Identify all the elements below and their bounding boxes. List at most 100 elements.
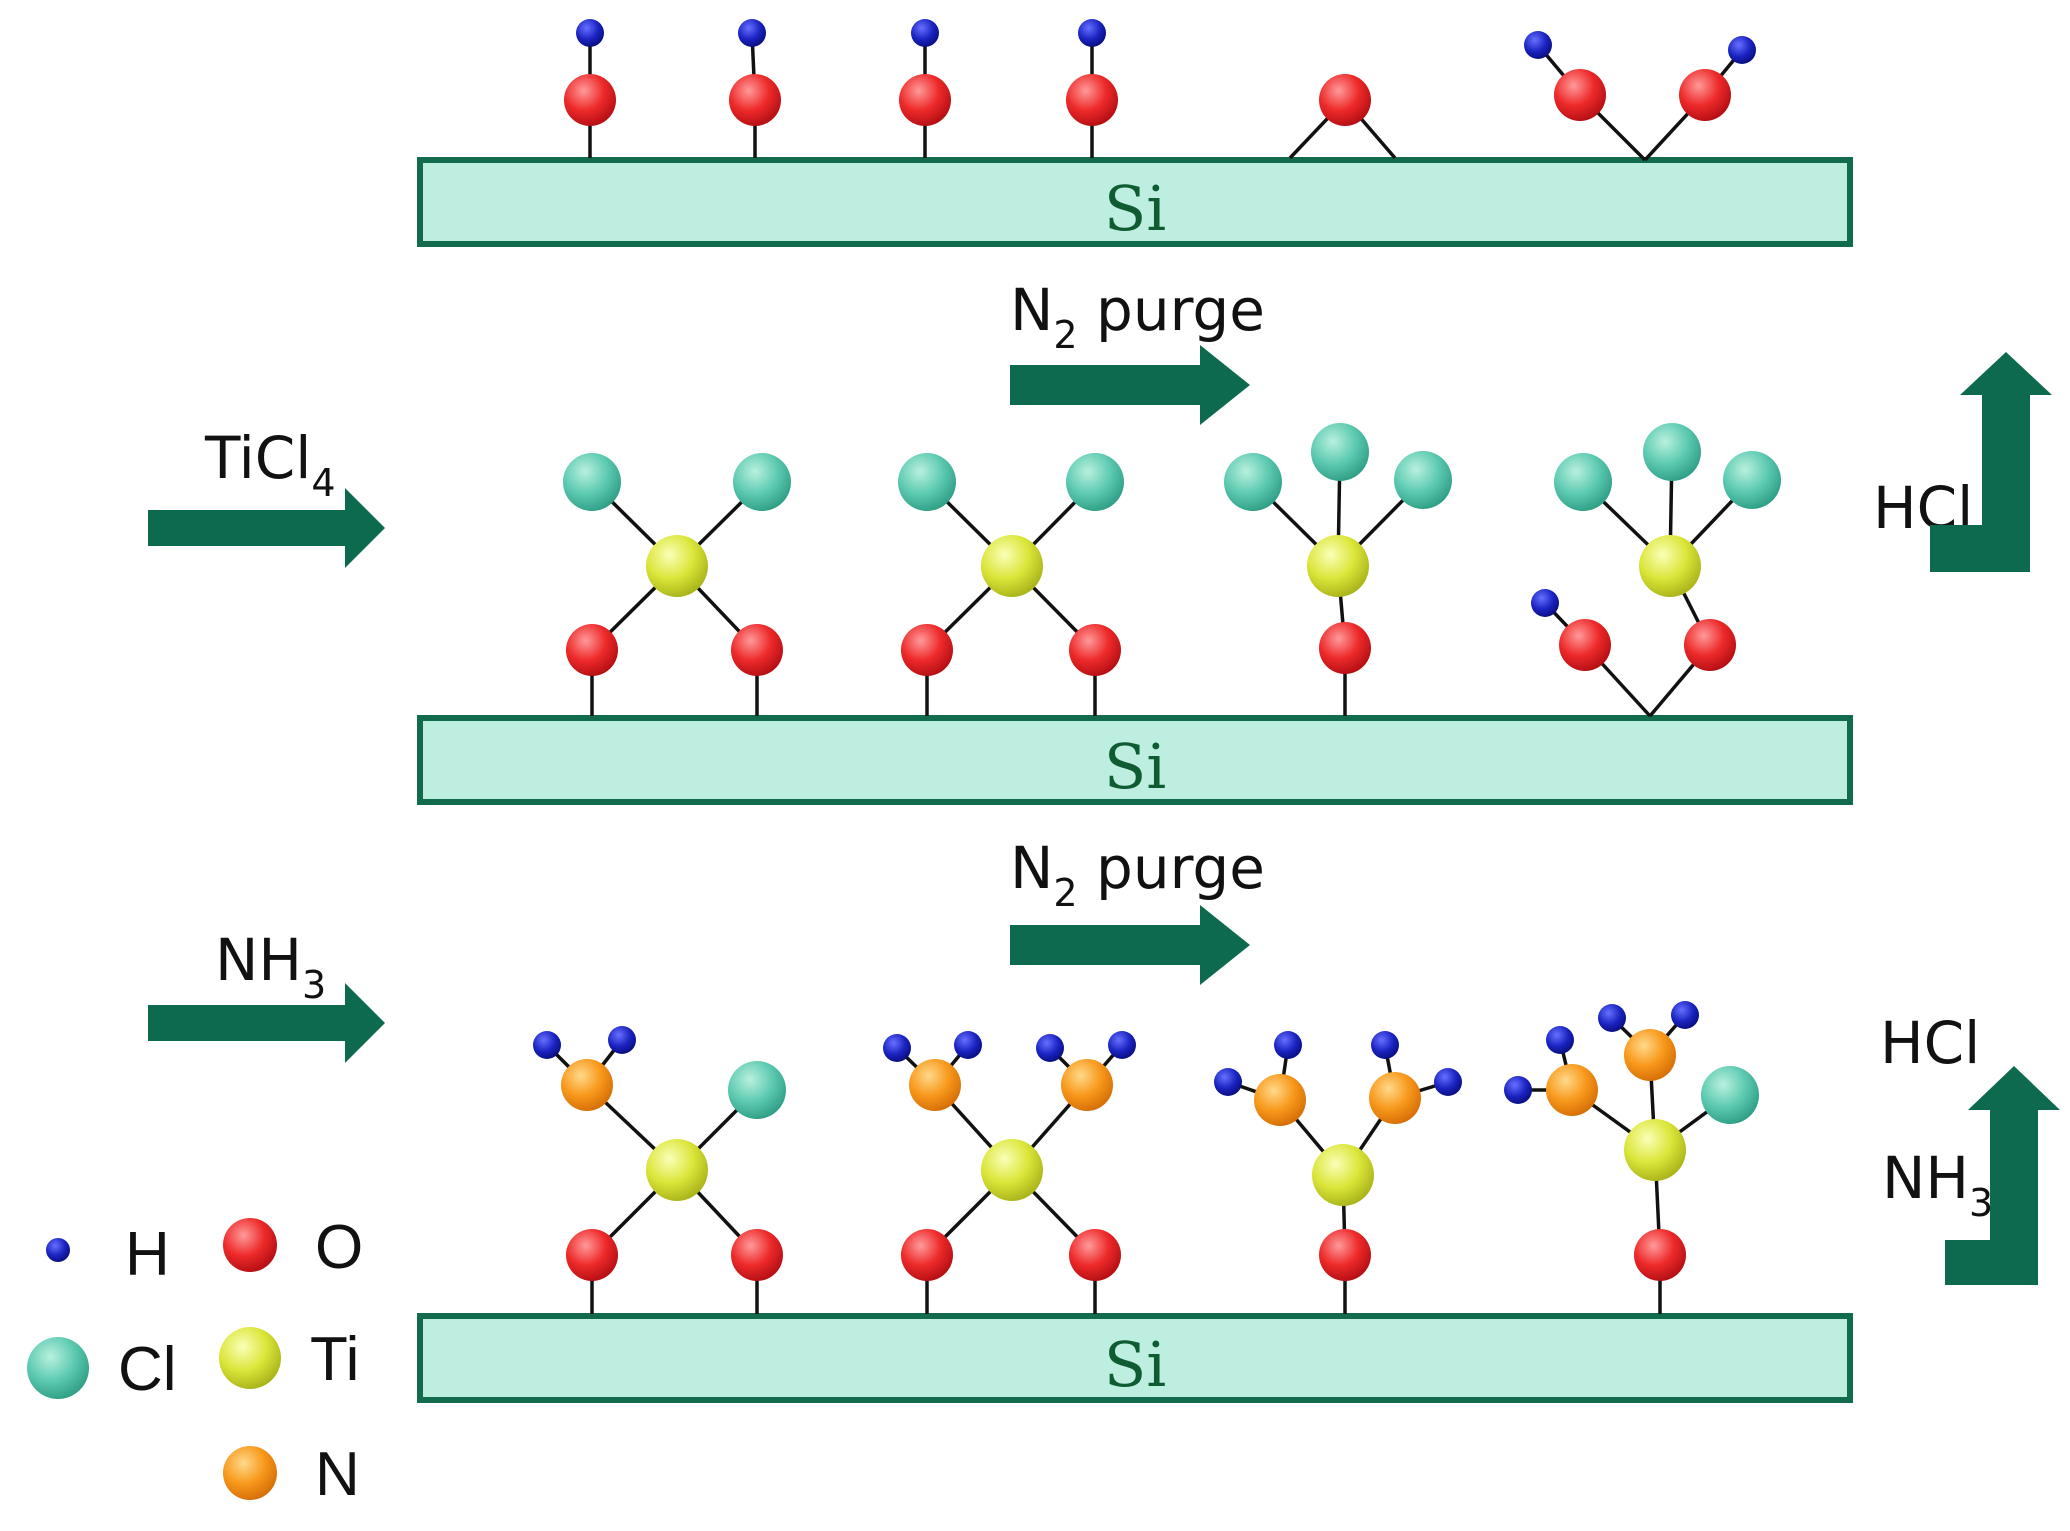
hydrogen-atom	[1274, 1031, 1302, 1059]
titanium-atom	[646, 1139, 708, 1201]
oxygen-atom	[1679, 69, 1731, 121]
hydrogen-atom	[1036, 1034, 1064, 1062]
chlorine-atom	[1224, 453, 1282, 511]
legend-hydrogen-icon	[46, 1238, 70, 1262]
hydrogen-atom	[1371, 1031, 1399, 1059]
chlorine-atom	[1554, 453, 1612, 511]
hydrogen-atom	[1504, 1076, 1532, 1104]
substrate-3: Si	[417, 1313, 1853, 1403]
hydrogen-atom	[954, 1031, 982, 1059]
titanium-atom	[1639, 535, 1701, 597]
oxygen-atom	[731, 624, 783, 676]
substrate-label-3: Si	[1104, 1328, 1166, 1401]
titanium-atom	[981, 1139, 1043, 1201]
purge-step-1: N2 purge	[1010, 276, 1265, 425]
nitrogen-atom	[1546, 1064, 1598, 1116]
chlorine-atom	[1311, 423, 1369, 481]
purge-label-2: N2 purge	[1010, 834, 1265, 915]
chlorine-atom	[1701, 1066, 1759, 1124]
chlorine-atom	[733, 453, 791, 511]
oxygen-atom	[901, 1229, 953, 1281]
titanium-atom	[1307, 535, 1369, 597]
oxygen-atom	[1684, 619, 1736, 671]
right-arrow-icon	[148, 983, 385, 1063]
hydrogen-atom	[576, 19, 604, 47]
oxygen-atom	[1319, 74, 1371, 126]
hydrogen-atom	[1078, 19, 1106, 47]
legend-titanium-icon	[219, 1327, 281, 1389]
ticl4-step: TiCl4	[148, 424, 385, 568]
row2-ticl-surface	[563, 423, 1781, 718]
nh3-label: NH3	[215, 926, 326, 1007]
up-arrow-icon	[1968, 1066, 2060, 1285]
oxygen-atom	[729, 74, 781, 126]
row1-hydroxyl-surface	[564, 19, 1756, 162]
chlorine-atom	[1643, 423, 1701, 481]
ticl4-label: TiCl4	[204, 424, 336, 505]
hydrogen-atom	[533, 1031, 561, 1059]
oxygen-atom	[731, 1229, 783, 1281]
hydrogen-atom	[1531, 589, 1559, 617]
nh3-exhaust-label: NH3	[1882, 1144, 1993, 1225]
substrate-label-2: Si	[1104, 730, 1166, 803]
legend-cl-label: Cl	[118, 1335, 177, 1404]
row3-tin-surface	[533, 1001, 1759, 1314]
right-arrow-icon	[1010, 905, 1250, 985]
right-arrow-icon	[1010, 345, 1250, 425]
oxygen-atom	[1069, 624, 1121, 676]
hydrogen-atom	[738, 19, 766, 47]
nitrogen-atom	[1624, 1029, 1676, 1081]
substrate-2: Si	[417, 715, 1853, 805]
chlorine-atom	[563, 453, 621, 511]
oxygen-atom	[1319, 622, 1371, 674]
legend-nitrogen-icon	[223, 1446, 277, 1500]
nitrogen-atom	[1254, 1074, 1306, 1126]
hydrogen-atom	[1214, 1068, 1242, 1096]
hcl-exhaust-1: HCl	[1873, 352, 2052, 572]
legend-ti-label: Ti	[310, 1325, 359, 1394]
hydrogen-atom	[1434, 1068, 1462, 1096]
titanium-atom	[1312, 1144, 1374, 1206]
substrate-1: Si	[417, 157, 1853, 247]
oxygen-atom	[566, 1229, 618, 1281]
legend-n-label: N	[315, 1440, 360, 1509]
oxygen-atom	[1559, 619, 1611, 671]
nitrogen-atom	[1061, 1059, 1113, 1111]
hydrogen-atom	[1728, 36, 1756, 64]
hydrogen-atom	[1546, 1026, 1574, 1054]
oxygen-atom	[1634, 1229, 1686, 1281]
chlorine-atom	[1394, 451, 1452, 509]
legend-o-label: O	[315, 1213, 363, 1282]
titanium-atom	[1624, 1119, 1686, 1181]
titanium-atom	[646, 535, 708, 597]
hydrogen-atom	[1671, 1001, 1699, 1029]
up-arrow-icon	[1930, 352, 2052, 572]
titanium-atom	[981, 535, 1043, 597]
hydrogen-atom	[1598, 1004, 1626, 1032]
legend-chlorine-icon	[27, 1337, 89, 1399]
oxygen-atom	[1319, 1229, 1371, 1281]
oxygen-atom	[564, 74, 616, 126]
chlorine-atom	[898, 453, 956, 511]
hydrogen-atom	[608, 1026, 636, 1054]
oxygen-atom	[1554, 69, 1606, 121]
nitrogen-atom	[1369, 1072, 1421, 1124]
chlorine-atom	[1723, 451, 1781, 509]
hydrogen-atom	[883, 1034, 911, 1062]
oxygen-atom	[901, 624, 953, 676]
nh3-step: NH3	[148, 926, 385, 1063]
purge-step-2: N2 purge	[1010, 834, 1265, 985]
chlorine-atom	[1066, 453, 1124, 511]
nitrogen-atom	[561, 1059, 613, 1111]
nitrogen-atom	[909, 1059, 961, 1111]
right-arrow-icon	[148, 488, 385, 568]
hcl-nh3-exhaust: HCl NH3	[1880, 1009, 2060, 1285]
hcl-label-2: HCl	[1880, 1009, 1980, 1077]
oxygen-atom	[899, 74, 951, 126]
chlorine-atom	[728, 1061, 786, 1119]
oxygen-atom	[1069, 1229, 1121, 1281]
hydrogen-atom	[911, 19, 939, 47]
legend-h-label: H	[125, 1220, 170, 1289]
legend-oxygen-icon	[223, 1218, 277, 1272]
